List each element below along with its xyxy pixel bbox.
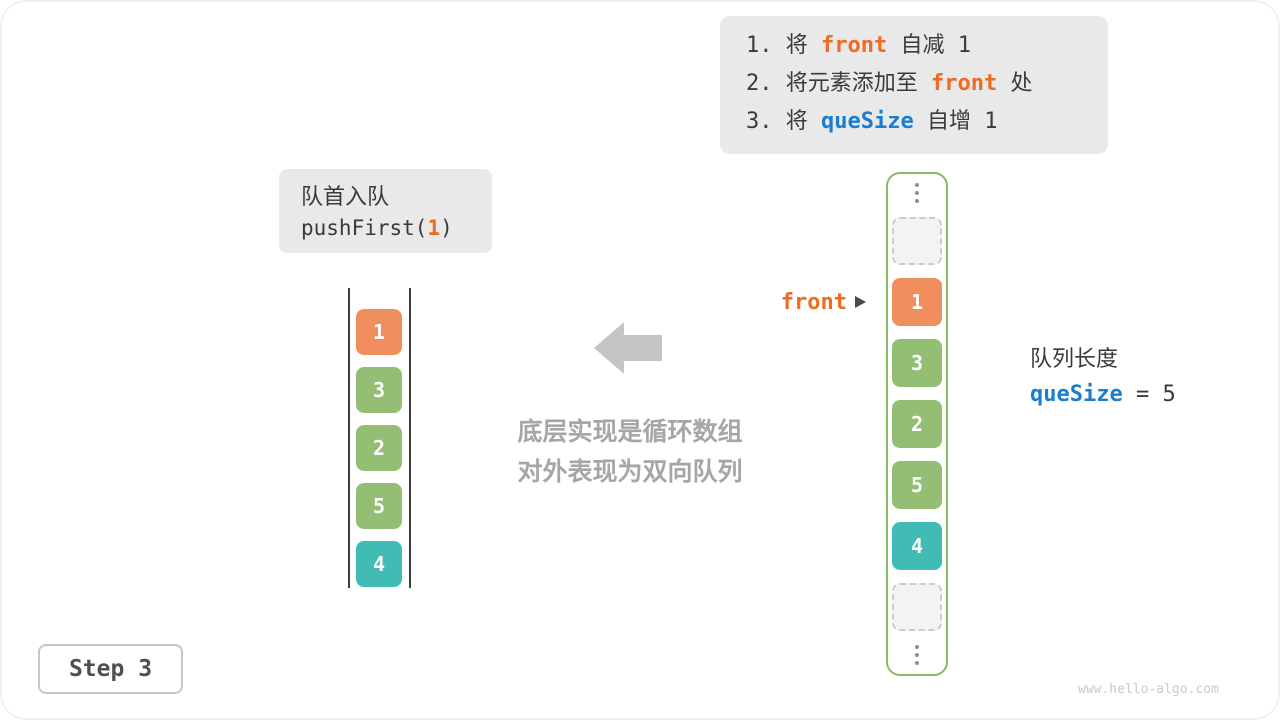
array-cell-value: 4 [910,534,924,558]
ellipsis-icon [915,182,919,204]
step-line-1: 1. 将 front 自减 1 [746,27,1108,65]
deque-cell-value: 2 [372,436,386,460]
caption-line-1: 底层实现是循环数组 [517,418,743,446]
deque-stack: 1 3 2 5 4 [356,309,402,587]
array-cell: 3 [892,339,942,387]
caption-line-2: 对外表现为双向队列 [517,458,743,486]
array-cell-empty [892,583,942,631]
array-cell: 1 [892,278,942,326]
array-cell-value: 2 [910,412,924,436]
operation-title: 队首入队 [301,184,390,209]
deque-cell-value: 1 [372,320,386,344]
deque-cell-value: 3 [372,378,386,402]
ellipsis-icon [915,644,919,666]
array-panel: 1 3 2 5 4 [886,172,948,676]
deque-cell: 4 [356,541,402,587]
deque-cell-value: 5 [372,494,386,518]
deque-cell: 2 [356,425,402,471]
caption: 底层实现是循环数组 对外表现为双向队列 [480,412,780,492]
array-cell-empty [892,217,942,265]
array-cell-value: 1 [910,290,924,314]
watermark: www.hello-algo.com [1078,682,1219,697]
step-1-prefix: 1. 将 [746,33,821,58]
deque-cell-value: 4 [372,552,386,576]
array-cell: 2 [892,400,942,448]
step-1-suffix: 自减 1 [887,33,971,58]
step-line-3: 3. 将 queSize 自增 1 [746,103,1108,141]
deque-cell: 5 [356,483,402,529]
array-cell-value: 3 [910,351,924,375]
array-cell: 4 [892,522,942,570]
front-pointer-label: front [780,289,847,315]
queue-size-var: queSize [1030,382,1123,407]
step-2-code-front: front [930,71,998,96]
array-cell-value: 5 [910,473,924,497]
step-1-code-front: front [820,33,888,58]
step-2-prefix: 2. 将元素添加至 [746,71,931,96]
deque-cell: 1 [356,309,402,355]
step-3-suffix: 自增 1 [913,109,998,134]
operation-code-after: ) [440,216,453,240]
step-badge: Step 3 [38,644,183,694]
front-pointer: front [760,288,866,316]
operation-box: 队首入队 pushFirst(1) [279,169,492,253]
left-arrow-icon [594,322,662,374]
operation-code-arg: 1 [427,216,441,240]
step-3-code-quesize: queSize [820,109,914,134]
operation-code-before: pushFirst( [301,216,428,240]
front-pointer-arrow-icon [855,296,866,308]
step-3-prefix: 3. 将 [746,109,821,134]
queue-info: 队列长度 queSize = 5 [1030,342,1176,414]
operation-code: pushFirst(1) [301,212,492,244]
deque-right-wall [409,288,411,588]
deque-cell: 3 [356,367,402,413]
queue-size-expression: queSize = 5 [1030,376,1176,414]
queue-length-label: 队列长度 [1030,346,1119,371]
array-cell: 5 [892,461,942,509]
deque-left-wall [348,288,350,588]
step-line-2: 2. 将元素添加至 front 处 [746,65,1108,103]
queue-size-rest: = 5 [1122,382,1176,407]
steps-panel: 1. 将 front 自减 1 2. 将元素添加至 front 处 3. 将 q… [720,16,1108,154]
step-2-suffix: 处 [997,71,1033,96]
